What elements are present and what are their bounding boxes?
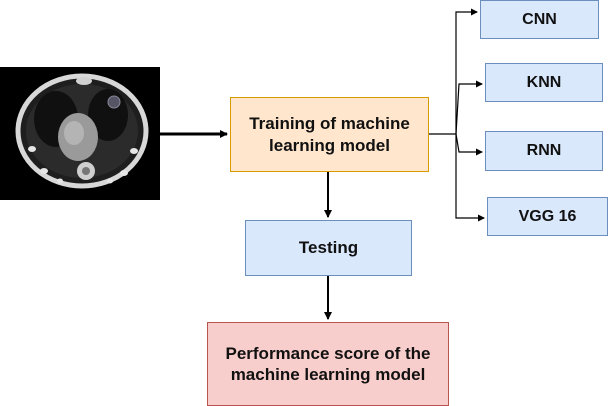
arrow-to-vgg (455, 134, 485, 222)
training-label-line1: Training of machine (249, 114, 410, 134)
knn-label: KNN (526, 73, 562, 91)
rnn-label: RNN (526, 142, 562, 159)
model-node-cnn: CNN (480, 0, 599, 39)
arrow-to-knn (455, 80, 483, 135)
performance-label-line1: Performance score of the (225, 343, 431, 363)
arrow-to-cnn (455, 8, 478, 134)
performance-node: Performance score of the machine learnin… (207, 322, 449, 406)
testing-node: Testing (245, 220, 412, 276)
training-node: Training of machine learning model (230, 97, 429, 172)
performance-label-line2: machine learning model (230, 365, 426, 384)
model-node-knn: KNN (485, 63, 603, 102)
model-node-rnn: RNN (485, 131, 603, 171)
ct-scan-image (0, 67, 160, 200)
testing-label: Testing (298, 238, 359, 258)
vgg-label: VGG 16 (518, 207, 577, 225)
training-label-line2: learning model (269, 135, 390, 155)
model-node-vgg16: VGG 16 (487, 197, 608, 236)
cnn-label: CNN (522, 10, 557, 28)
arrow-to-rnn (455, 133, 483, 156)
